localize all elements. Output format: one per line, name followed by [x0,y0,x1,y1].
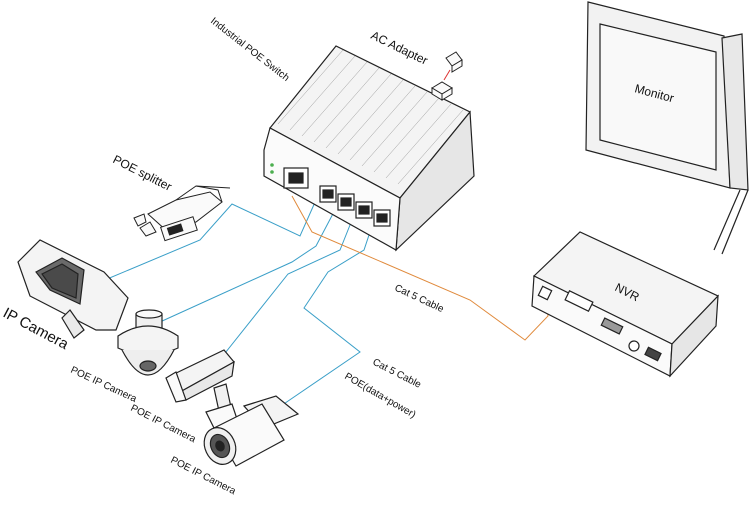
dome-camera-icon [117,309,179,376]
poe-cables [99,199,377,413]
ac-adapter-icon [431,51,463,101]
label-cat5-bottom: Cat 5 Cable [371,357,423,391]
housing-camera-icon [17,239,129,339]
label-switch: Industrial POE Switch [208,16,291,84]
label-poe-cam-1: POE IP Camera [69,365,139,405]
bullet-camera-icon [203,395,300,467]
label-poe-cam-2: POE IP Camera [129,403,198,445]
label-splitter: POE splitter [111,152,174,194]
poe-splitter-icon [133,185,231,242]
cable-dome [159,207,337,323]
cable-splitter [99,199,317,283]
box-camera-icon [165,349,239,429]
cable-bullet [271,213,377,413]
label-cat5-top: Cat 5 Cable [393,283,446,315]
poe-switch-icon [263,45,475,252]
nvr-icon [531,231,720,378]
cable-box [209,209,357,373]
label-adapter: AC Adapter [369,28,430,67]
monitor-icon [585,1,749,255]
